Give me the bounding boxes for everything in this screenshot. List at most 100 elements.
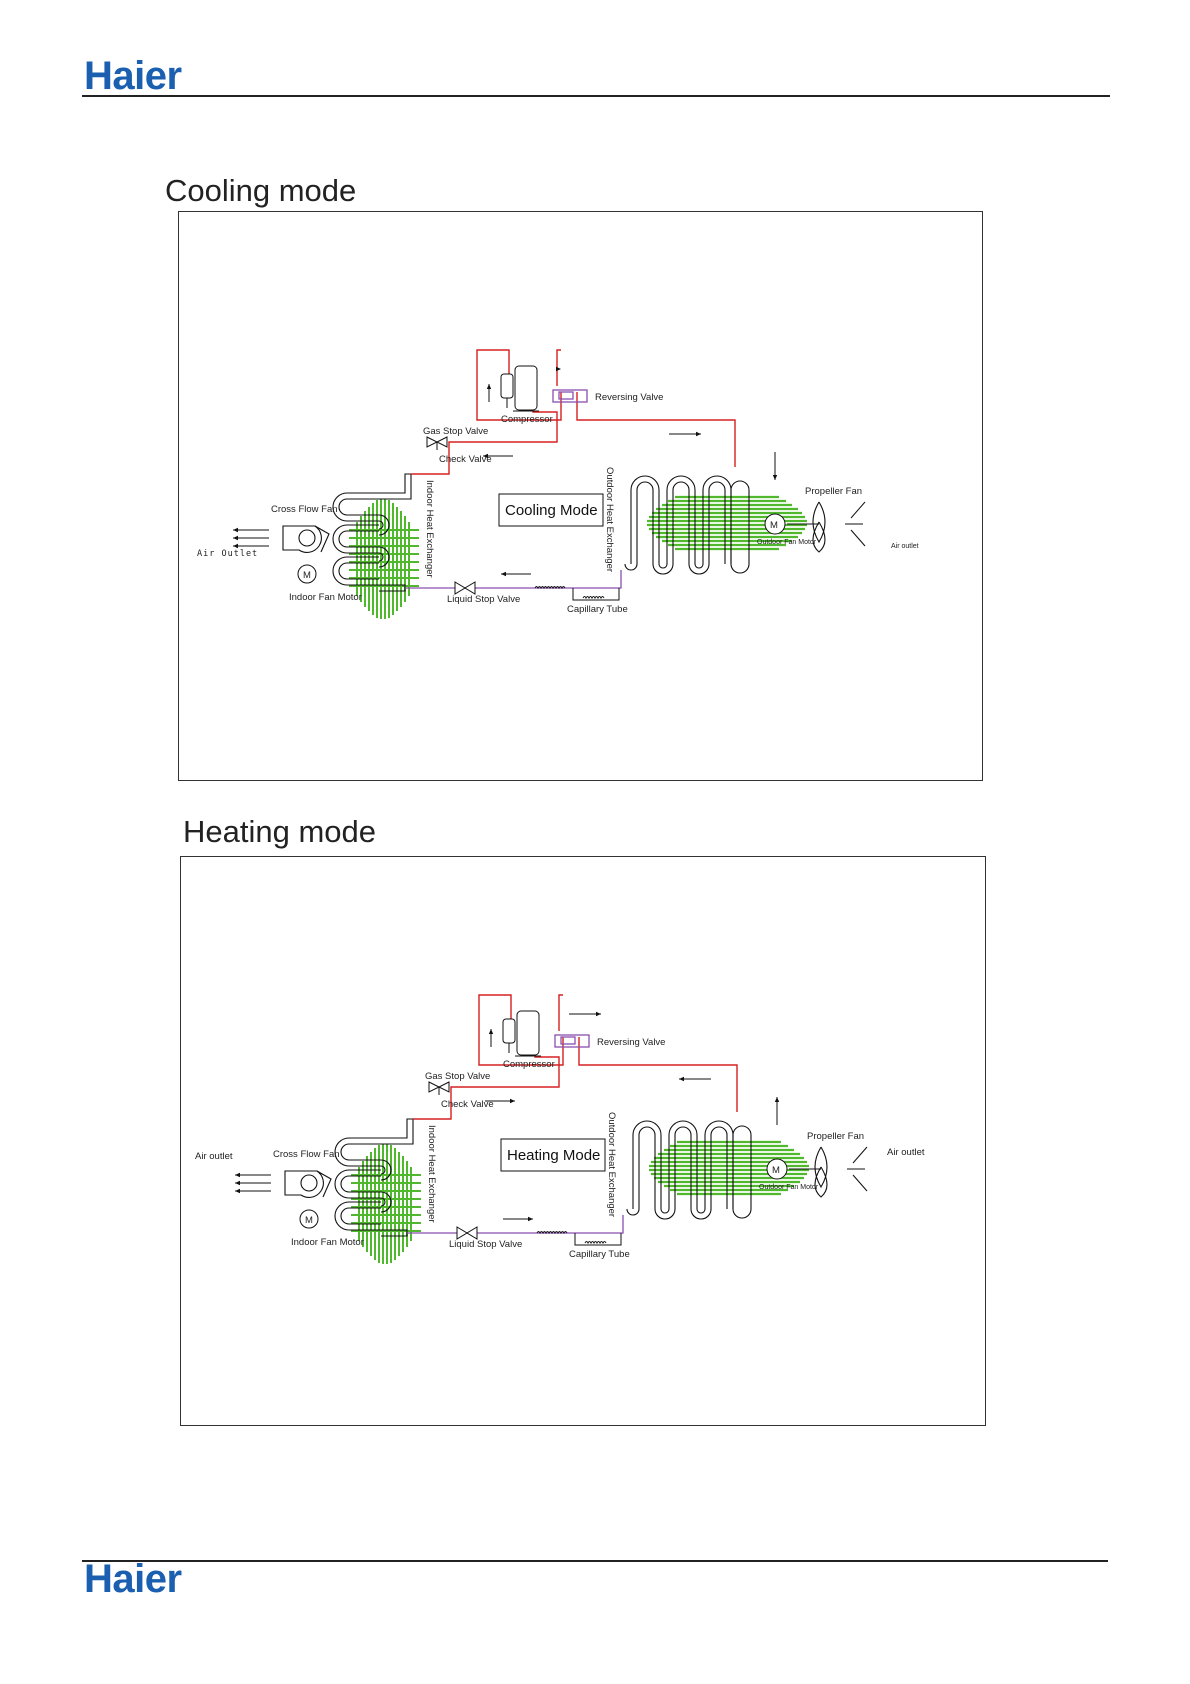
outdoor-coil-loop-inner [638, 1126, 656, 1209]
propeller-blade-lower [814, 1166, 828, 1198]
indoor-coil-fins [349, 499, 419, 619]
cross-flow-fan-label: Cross Flow Fan [271, 504, 338, 515]
valve-left-triangle [426, 436, 439, 448]
outdoor-air-outlet-label: Air outlet [891, 543, 919, 550]
indoor-air-arrow-head [235, 1180, 240, 1186]
outdoor-air-outlet-label: Air outlet [887, 1147, 925, 1158]
liquid-valve-right [466, 1226, 478, 1240]
reversing-valve-label: Reversing Valve [595, 392, 663, 403]
outdoor-coil-loop-outer [702, 475, 732, 564]
outdoor-serpentine-coil [624, 475, 750, 575]
fan-housing [282, 525, 322, 553]
outdoor-coil-fins [649, 1140, 809, 1196]
valve-left-triangle [428, 1081, 441, 1093]
haier-logo-header: Haier [84, 54, 182, 98]
check-valve-icon [426, 436, 448, 450]
indoor-air-arrow-head [235, 1188, 240, 1194]
outdoor-coil-end-loop [732, 1125, 752, 1219]
indoor-coil-fins [351, 1144, 421, 1264]
flow-arrow-compressor-up-head [486, 384, 492, 389]
valve-stub [558, 994, 563, 1031]
outdoor-motor-m: M [772, 1165, 780, 1176]
indoor-coil-bend-outer [378, 514, 390, 536]
heating-mode-title: Heating mode [183, 814, 377, 849]
indoor-coil-gas-end [381, 1118, 414, 1145]
indoor-fan-motor-icon: M [299, 1209, 319, 1229]
capillary-tube [534, 586, 620, 601]
flow-arrow-liquid-right-head [528, 1216, 533, 1222]
header-rule [82, 95, 1110, 97]
accumulator [500, 373, 514, 399]
check-valve-label: Check Valve [439, 454, 492, 465]
indoor-coil-loop-outer [332, 492, 379, 522]
outdoor-air-line-lower [850, 529, 866, 547]
indoor-coil-bend-inner [380, 1197, 386, 1207]
indoor-coil-loop-outer [334, 1201, 381, 1231]
propeller-blade-lower [812, 521, 826, 553]
flow-arrow-top-right-head [596, 1011, 601, 1017]
indoor-coil-bend-outer [378, 546, 390, 568]
reversing-valve-slide [558, 391, 574, 400]
capillary-tube [536, 1231, 622, 1246]
flow-arrow-right-head [510, 1098, 515, 1104]
mode-label-text: Heating Mode [507, 1147, 600, 1164]
outdoor-coil-start-bend [624, 563, 638, 571]
fan-scroll [316, 1170, 332, 1198]
indoor-air-arrow-head [235, 1172, 240, 1178]
outdoor-motor-m: M [770, 520, 778, 531]
outdoor-heat-exchanger-label: Outdoor Heat Exchanger [604, 467, 615, 572]
indoor-coil-loop-outer [332, 556, 379, 586]
compressor-loop-pipe [478, 994, 564, 1066]
valve-right-triangle [435, 436, 448, 448]
indoor-coil-loop-inner [340, 1143, 381, 1161]
accumulator [502, 1018, 516, 1044]
outdoor-coil-bend-inner [696, 1208, 706, 1214]
liquid-stop-valve-label: Liquid Stop Valve [447, 594, 520, 605]
indoor-air-arrow-head [233, 543, 238, 549]
compressor-icon [500, 365, 539, 412]
cooling-mode-title: Cooling mode [165, 173, 357, 208]
indoor-air-outlet-label: Air outlet [195, 1151, 233, 1162]
flow-arrow-stub-head [556, 366, 561, 372]
indoor-coil-loop-outer [334, 1137, 381, 1167]
gas-stop-valve-label: Gas Stop Valve [423, 426, 488, 437]
propeller-fan-label: Propeller Fan [805, 486, 862, 497]
indoor-air-outlet-label: Air Outlet [197, 549, 258, 559]
flow-arrow-compressor-up-head [488, 1029, 494, 1034]
capillary-bracket [572, 588, 620, 601]
outdoor-fan-motor-label: Outdoor Fan Motor [757, 539, 817, 546]
flow-arrows [485, 1011, 780, 1222]
cross-flow-fan-label: Cross Flow Fan [273, 1149, 340, 1160]
mode-label-box [500, 1138, 606, 1172]
outdoor-coil-loop-inner [636, 481, 654, 564]
valve-right-triangle [437, 1081, 450, 1093]
propeller-fan-icon [787, 501, 826, 553]
indoor-fan-motor-icon: M [297, 564, 317, 584]
reversing-valve-slide [560, 1036, 576, 1045]
capillary-coil-upper [534, 586, 566, 590]
indoor-coil-loop-inner [338, 498, 379, 516]
liquid-stop-valve-icon [454, 581, 476, 595]
fan-housing [284, 1170, 324, 1198]
outdoor-coil-bend-outer [688, 563, 710, 575]
outdoor-motor-circle [764, 513, 786, 535]
propeller-blade-upper [812, 501, 826, 544]
flow-arrow-liquid-left-head [501, 571, 506, 577]
indoor-motor-m: M [303, 570, 311, 581]
liquid-valve-left [454, 581, 466, 595]
indoor-coil-loop-inner [340, 1175, 381, 1193]
propeller-fan-label: Propeller Fan [807, 1131, 864, 1142]
liquid-line [405, 570, 622, 589]
gas-line-to-outdoor [576, 392, 736, 467]
gas-pipe-red [413, 994, 738, 1120]
compressor-loop-pipe [476, 349, 562, 421]
outdoor-coil-loop-outer [630, 475, 660, 564]
capillary-coil-upper [536, 1231, 568, 1235]
indoor-coil-bend-outer [380, 1159, 392, 1181]
flow-arrow-up-head [774, 1097, 780, 1102]
flow-arrow-right-head [696, 431, 701, 437]
